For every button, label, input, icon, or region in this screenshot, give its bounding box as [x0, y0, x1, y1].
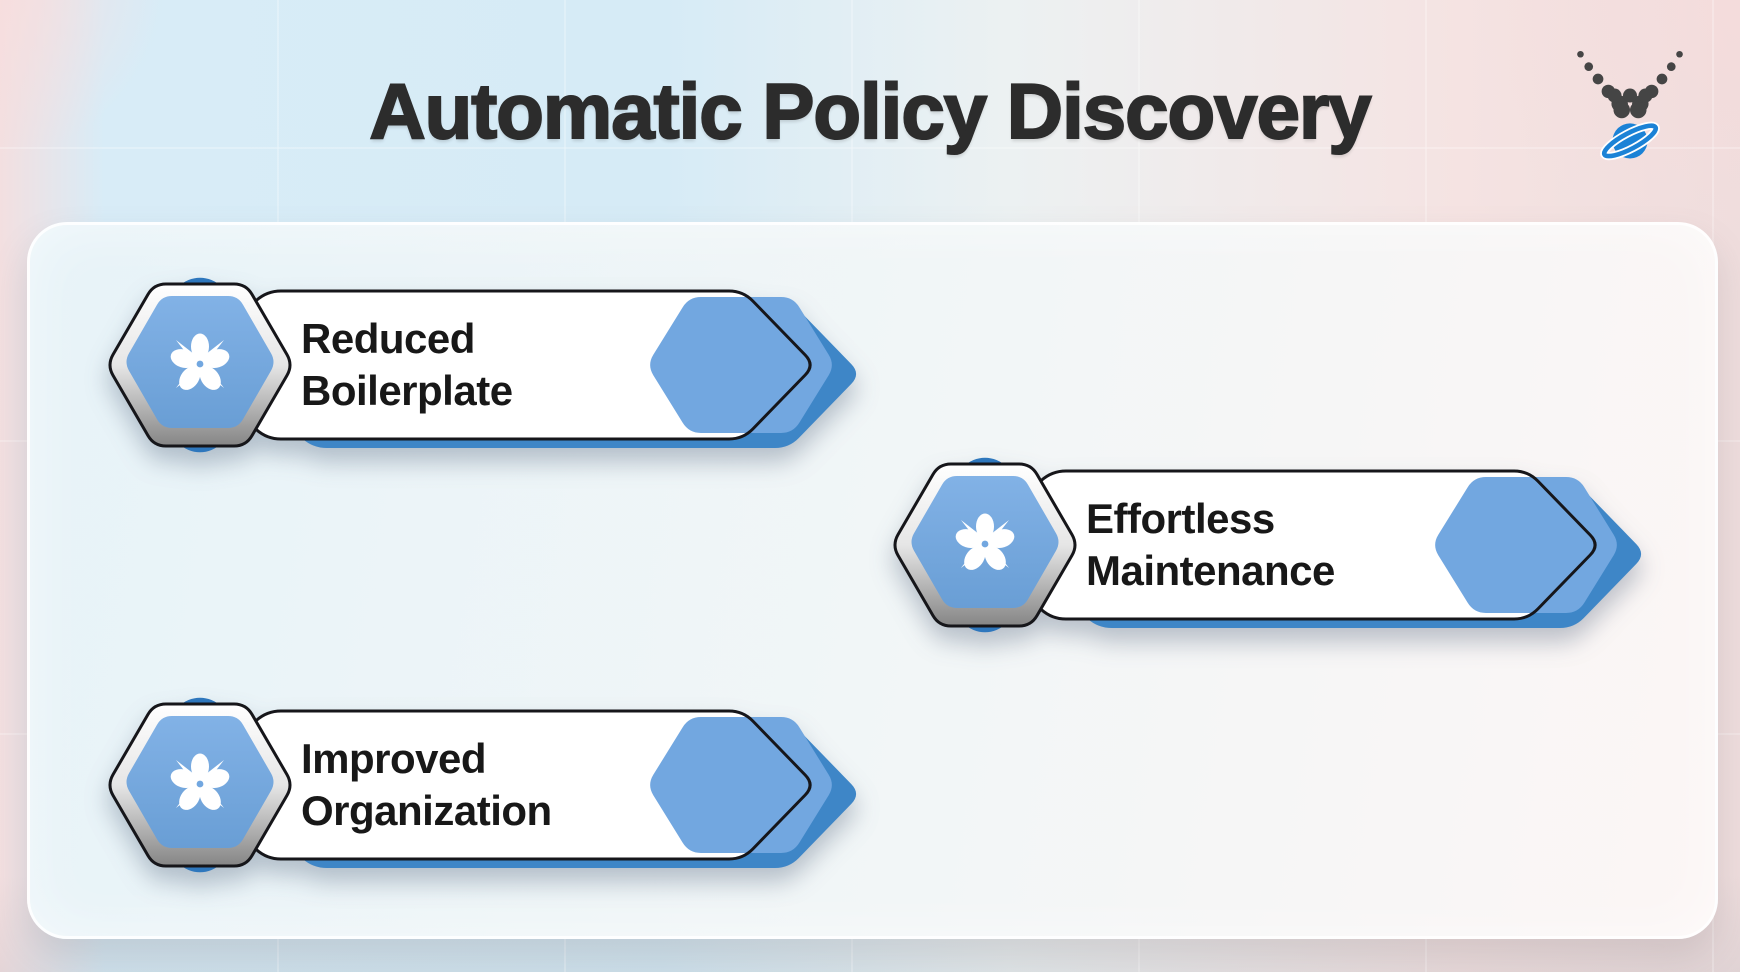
card-label: Reduced Boilerplate	[301, 315, 513, 414]
benefit-card-reduced-boilerplate: Reduced Boilerplate	[95, 240, 955, 490]
page-title: Automatic Policy Discovery	[368, 66, 1372, 156]
card-label: Improved Organization	[301, 735, 552, 834]
banner-shape	[188, 291, 811, 439]
benefit-card-improved-organization: Improved Organization	[95, 660, 955, 910]
planet-icon	[1600, 121, 1660, 161]
card-artwork	[108, 697, 857, 873]
brand-logo-icon	[1577, 50, 1683, 161]
banner-shape	[188, 711, 811, 859]
flower-icon	[170, 753, 230, 810]
card-label: Effortless Maintenance	[1086, 495, 1335, 594]
card-artwork	[108, 277, 857, 453]
arrow-hexagon	[1435, 477, 1617, 613]
arrow-hexagon	[650, 297, 832, 433]
arrow-hexagon	[650, 717, 832, 853]
benefit-card-effortless-maintenance: Effortless Maintenance	[880, 420, 1740, 670]
flower-icon	[170, 333, 230, 390]
banner-shape	[973, 471, 1596, 619]
card-artwork	[893, 457, 1642, 633]
flower-icon	[955, 513, 1015, 570]
